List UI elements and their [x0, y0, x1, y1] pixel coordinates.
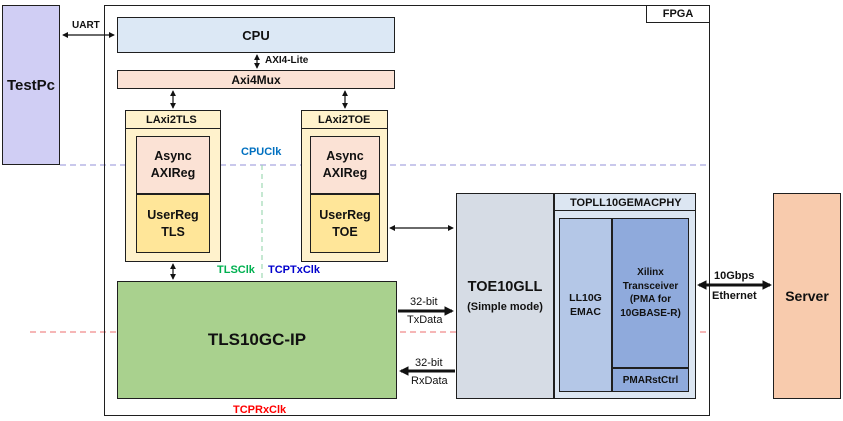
xcvr-line1: Xilinx	[637, 267, 664, 278]
link-speed-label: 10Gbps	[714, 270, 755, 282]
laxi2tls-title-divider	[125, 128, 221, 129]
topll10gemacphy-title: TOPLL10GEMACPHY	[570, 197, 682, 209]
tx-width-label: 32-bit	[410, 296, 438, 308]
toe10gll-title: TOE10GLL	[467, 279, 543, 295]
rx-width-label: 32-bit	[415, 357, 443, 369]
laxi2tls-userreg-line1: UserReg	[147, 207, 199, 222]
laxi2tls-async-line1: Async	[154, 149, 192, 163]
laxi2toe-title-divider	[301, 128, 388, 129]
laxi2tls-async-box: Async AXIReg	[136, 136, 210, 194]
laxi2tls-userreg-line2: TLS	[161, 224, 185, 239]
laxi2tls-userreg-box: UserReg TLS	[136, 194, 210, 253]
tx-name-label: TxData	[407, 314, 443, 326]
axi4mux-box: Axi4Mux	[117, 70, 395, 89]
toe10gll-subtitle: (Simple mode)	[467, 301, 543, 313]
rx-name-label: RxData	[411, 375, 448, 387]
axi4lite-label: AXI4-Lite	[265, 55, 309, 66]
server-box: Server	[773, 193, 841, 399]
tls10gc-ip-box: TLS10GC-IP	[117, 281, 397, 399]
laxi2tls-async-line2: AXIReg	[150, 166, 196, 180]
tcprxclk-label: TCPRxClk	[233, 404, 287, 416]
link-medium-label: Ethernet	[712, 290, 757, 302]
laxi2toe-title: LAxi2TOE	[318, 114, 371, 126]
xilinx-transceiver-box: Xilinx Transceiver (PMA for 10GBASE-R)	[612, 218, 689, 368]
ll10g-emac-line1: LL10G	[569, 292, 602, 304]
tlsclk-label: TLSClk	[217, 264, 255, 276]
xcvr-line4: 10GBASE-R)	[620, 307, 681, 319]
cpu-box: CPU	[117, 17, 395, 53]
laxi2toe-userreg-box: UserReg TOE	[310, 194, 380, 253]
fpga-frame	[104, 5, 710, 416]
laxi2toe-async-line1: Async	[326, 149, 364, 163]
xcvr-line3: (PMA for	[629, 294, 672, 305]
uart-label: UART	[72, 20, 100, 31]
topll10gemacphy-divider	[554, 210, 696, 211]
cpuclk-label: CPUClk	[241, 146, 282, 158]
ll10g-emac-line2: EMAC	[570, 306, 601, 318]
laxi2toe-async-box: Async AXIReg	[310, 136, 380, 194]
tcptxclk-label: TCPTxClk	[268, 264, 320, 276]
pmarstctrl-box: PMARstCtrl	[612, 368, 689, 392]
toe10gll-box: TOE10GLL (Simple mode)	[456, 193, 554, 399]
laxi2tls-title: LAxi2TLS	[146, 114, 197, 126]
laxi2toe-userreg-line1: UserReg	[319, 207, 371, 222]
fpga-label: FPGA	[646, 5, 710, 23]
laxi2toe-async-line2: AXIReg	[322, 166, 368, 180]
testpc-box: TestPc	[2, 5, 60, 165]
ll10g-emac-box: LL10G EMAC	[559, 218, 612, 392]
xcvr-line2: Transceiver	[622, 280, 679, 292]
laxi2toe-userreg-line2: TOE	[332, 224, 358, 239]
